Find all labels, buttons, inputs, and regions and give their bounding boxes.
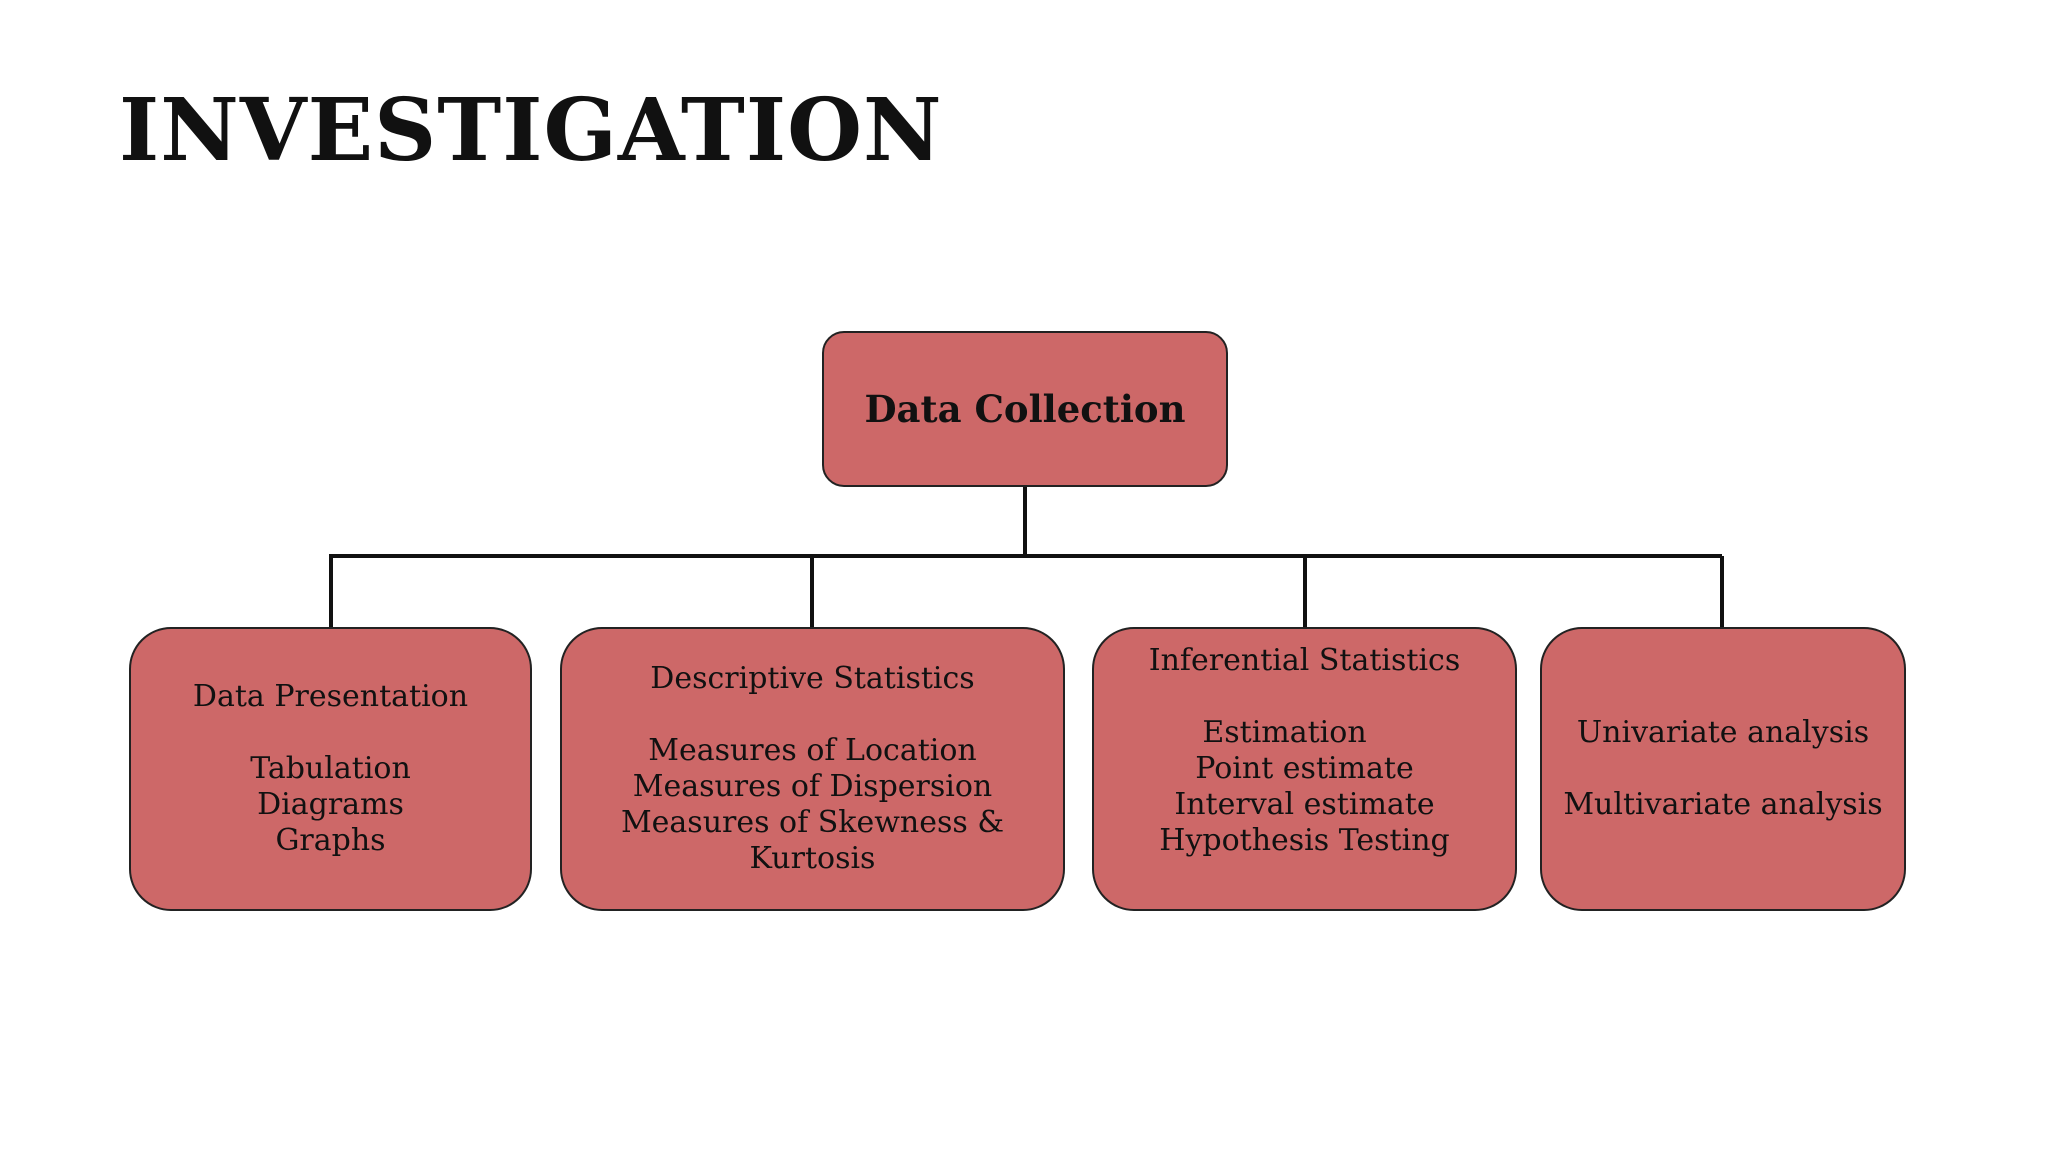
node-item: Diagrams [257, 787, 404, 822]
node-item: Kurtosis [749, 841, 876, 876]
node-item: Measures of Skewness & [620, 805, 1005, 840]
node-item: Hypothesis Testing [1159, 823, 1450, 858]
node-heading: Descriptive Statistics [650, 661, 975, 696]
node-item: Measures of Dispersion [632, 769, 993, 804]
node-descriptive-statistics: Descriptive Statistics Measures of Locat… [560, 627, 1065, 911]
node-item: Graphs [275, 823, 386, 858]
node-item: Point estimate [1195, 751, 1414, 786]
node-data-collection-label: Data Collection [864, 387, 1186, 431]
node-data-collection: Data Collection [822, 331, 1228, 487]
node-heading: Univariate analysis [1576, 715, 1870, 750]
node-item: Measures of Location [648, 733, 977, 768]
node-analysis-types: Univariate analysis Multivariate analysi… [1540, 627, 1906, 911]
node-item: Interval estimate [1174, 787, 1435, 822]
node-data-presentation: Data Presentation Tabulation Diagrams Gr… [129, 627, 532, 911]
node-item: Multivariate analysis [1563, 787, 1883, 822]
node-heading: Data Presentation [192, 679, 469, 714]
node-item: Tabulation [250, 751, 411, 786]
node-inferential-statistics: Inferential Statistics Estimation Point … [1092, 627, 1517, 911]
slide-title: INVESTIGATION [119, 80, 943, 181]
node-heading: Inferential Statistics [1148, 643, 1461, 678]
node-item: Estimation [1202, 715, 1367, 750]
